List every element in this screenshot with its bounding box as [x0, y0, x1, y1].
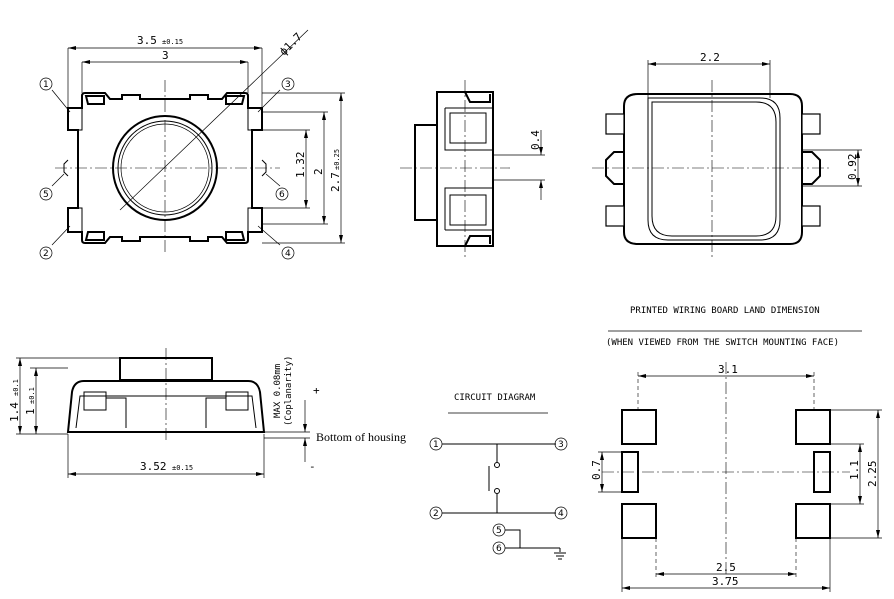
land-pattern: [598, 362, 882, 592]
circuit-terminal-labels: 1 2 3 4 5 6: [429, 437, 568, 555]
circuit-title: CIRCUIT DIAGRAM: [454, 393, 536, 403]
top-view-terminal-labels: 1 2 3 4 5 6: [39, 77, 295, 260]
circuit-terminal-1: 1: [433, 440, 439, 450]
dim-gap: 0.4: [529, 130, 542, 150]
coplanarity-label: (Coplanarity): [284, 356, 294, 426]
front-dim-height-body: 1: [24, 408, 37, 415]
front-view: [16, 348, 310, 478]
circuit-diagram: [442, 443, 566, 560]
dim-width-body: 3: [162, 49, 169, 62]
terminal-3-label: 3: [285, 80, 291, 90]
bottom-view: [592, 60, 862, 258]
front-dim-width-tol: ±0.15: [172, 464, 193, 472]
land-dim-outer-h: 3.75: [712, 575, 739, 588]
terminal-6-label: 6: [279, 190, 285, 200]
coplanarity-max: MAX 0.08mm: [273, 364, 283, 418]
coplanarity-minus: -: [309, 460, 316, 473]
dim-side: 0.92: [846, 154, 859, 181]
top-view: [51, 29, 345, 255]
dim-width-total-tol: ±0.15: [162, 38, 183, 46]
dim-width-total: 3.5: [137, 34, 157, 47]
dim-diameter: ϕ1.7: [277, 30, 305, 58]
circuit-terminal-4: 4: [558, 509, 564, 519]
dim-top-width: 2.2: [700, 51, 720, 64]
dim-height-tol: ±0.25: [333, 149, 341, 170]
coplanarity-plus: +: [313, 384, 320, 397]
land-dim-inner-v: 1.1: [848, 460, 861, 480]
dim-height-total: 2.7: [329, 172, 342, 192]
front-dim-height-total: 1.4: [8, 402, 21, 422]
land-title: PRINTED WIRING BOARD LAND DIMENSION: [630, 306, 820, 316]
land-dim-outer-top: 3.1: [718, 363, 738, 376]
land-dim-pad-height: 0.7: [590, 460, 603, 480]
dim-pitch: 1.32: [294, 152, 307, 179]
land-dim-outer-v: 2.25: [866, 461, 879, 488]
front-dim-width: 3.52: [140, 460, 167, 473]
terminal-2-label: 2: [43, 249, 49, 259]
circuit-terminal-5: 5: [496, 526, 502, 536]
front-dim-height-body-tol: ±0.1: [28, 387, 36, 404]
terminal-5-label: 5: [43, 190, 49, 200]
bottom-of-housing-label: Bottom of housing: [316, 430, 406, 444]
circuit-terminal-6: 6: [496, 544, 502, 554]
circuit-terminal-3: 3: [558, 440, 564, 450]
terminal-1-label: 1: [43, 80, 49, 90]
front-dim-height-total-tol: ±0.1: [12, 379, 20, 396]
land-dim-inner-h: 2.5: [716, 561, 736, 574]
terminal-4-label: 4: [285, 249, 291, 259]
land-subtitle: (WHEN VIEWED FROM THE SWITCH MOUNTING FA…: [606, 338, 839, 348]
side-view: [400, 80, 545, 260]
circuit-terminal-2: 2: [433, 509, 439, 519]
dim-inner: 2: [312, 168, 325, 175]
